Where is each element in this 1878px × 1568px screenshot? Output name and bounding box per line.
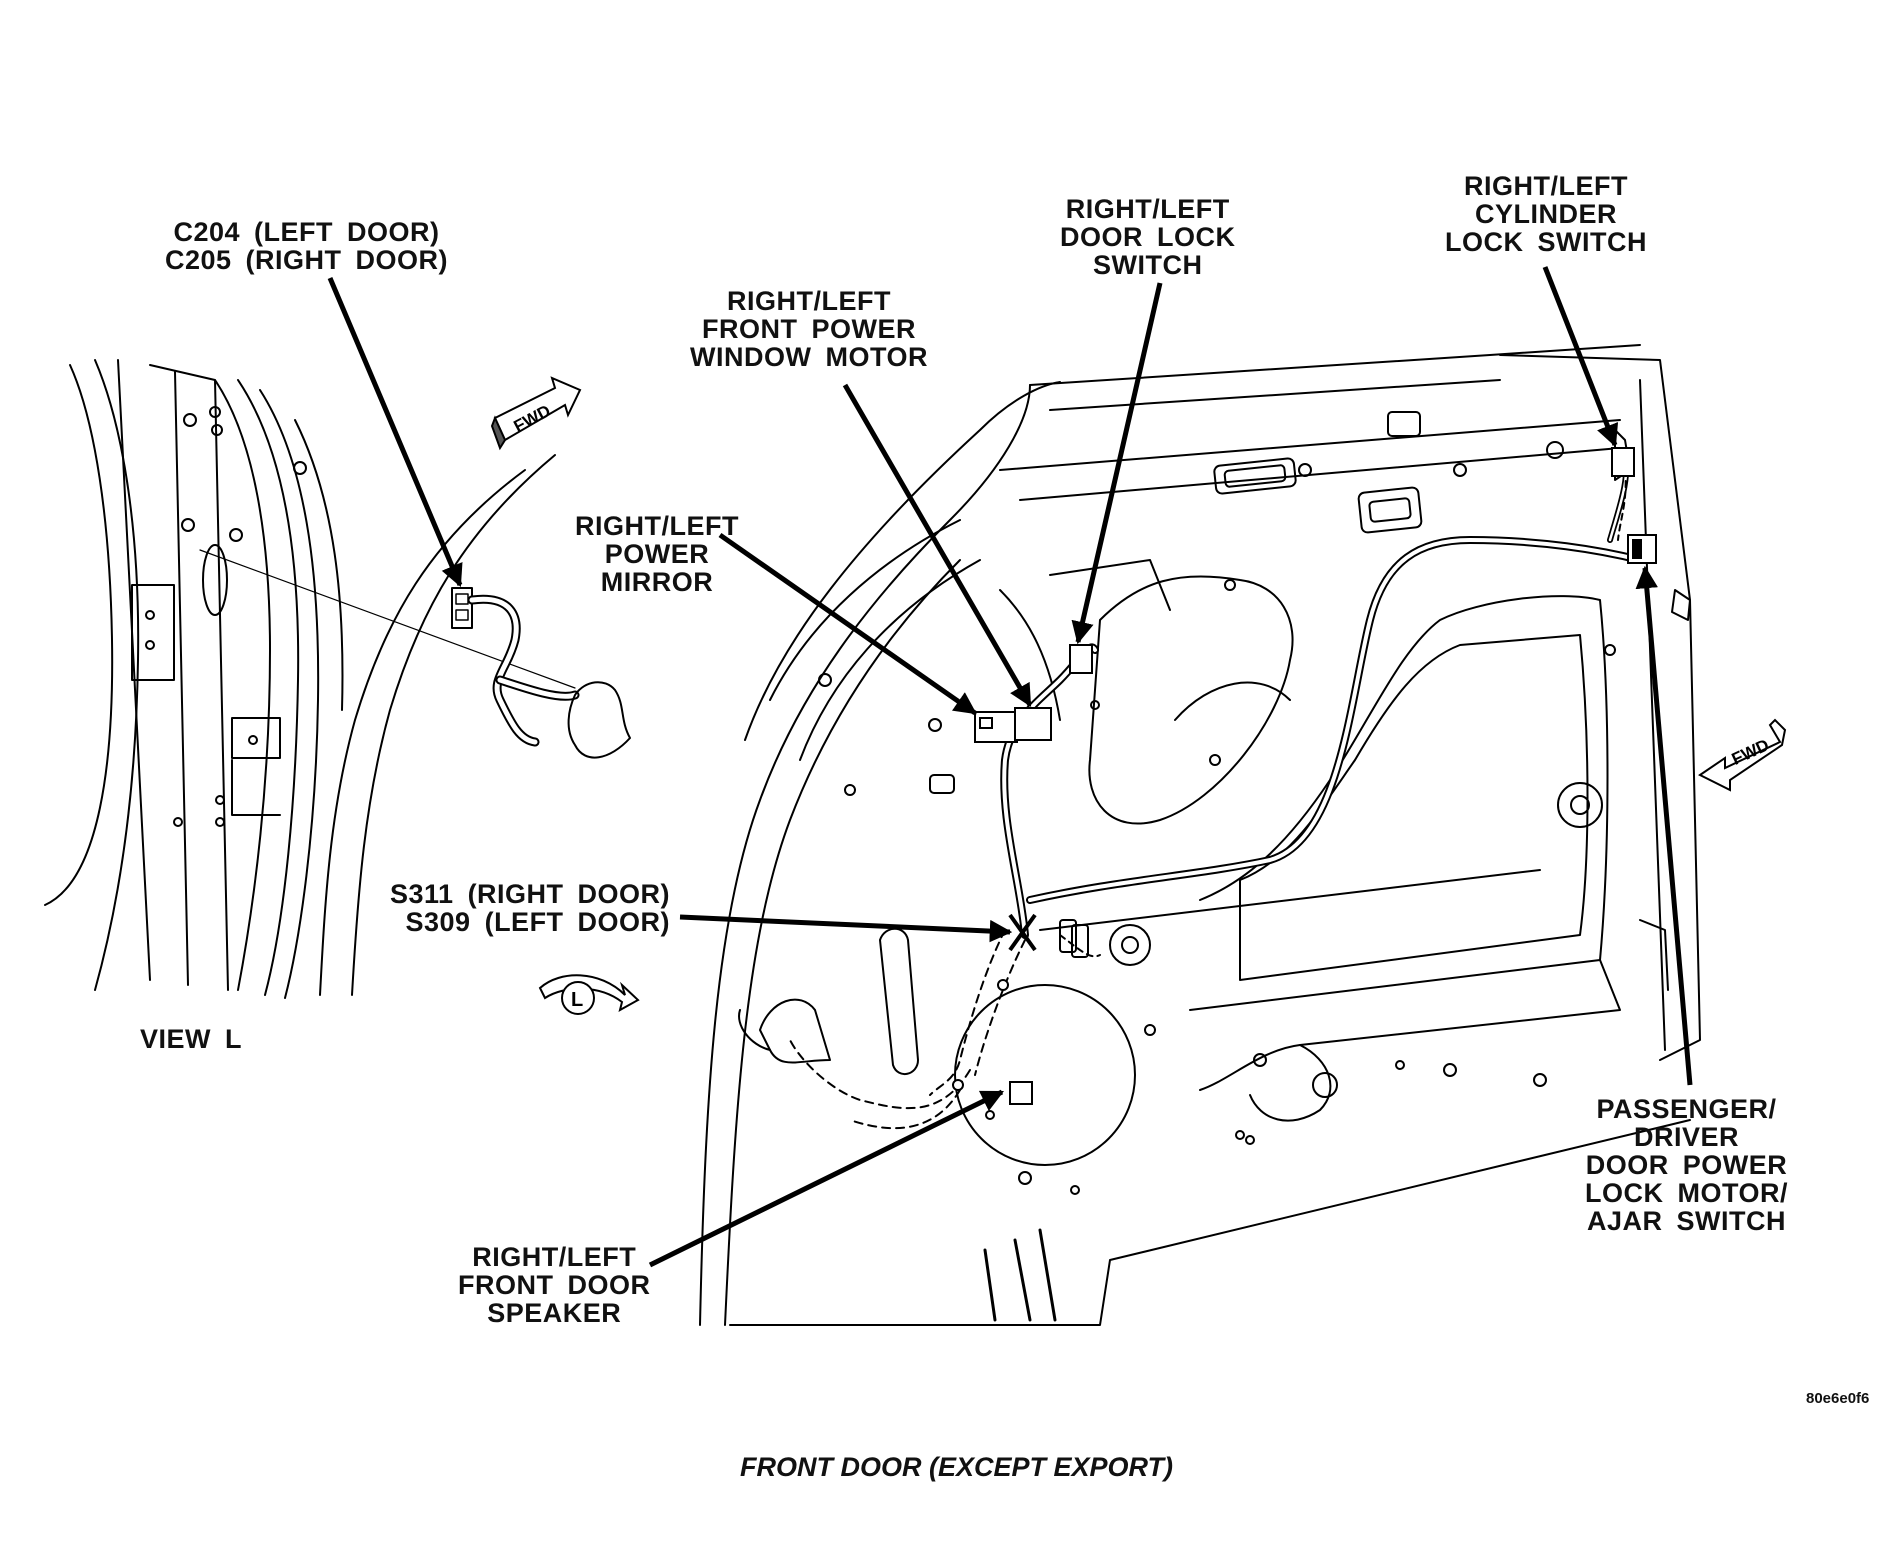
- label-line: RIGHT/LEFT: [726, 286, 891, 316]
- label-line: C205 (RIGHT DOOR): [165, 245, 449, 275]
- label-line: S309 (LEFT DOOR): [405, 907, 671, 937]
- leader-arrows: [327, 266, 1693, 1268]
- image-code: 80e6e0f6: [1806, 1390, 1870, 1407]
- label-line: RIGHT/LEFT: [1464, 171, 1628, 201]
- label-line: SWITCH: [1093, 250, 1203, 280]
- arrow-power-mirror: [718, 532, 977, 716]
- arrow-window-motor: [842, 383, 1033, 707]
- label-view-l: VIEW L: [140, 1025, 242, 1053]
- arrow-cylinder-lock-switch: [1542, 266, 1619, 448]
- label-line: PASSENGER/: [1596, 1094, 1777, 1124]
- arrow-splice: [679, 914, 1013, 943]
- label-line: S311 (RIGHT DOOR): [390, 879, 671, 909]
- arrow-connector: [327, 277, 463, 588]
- label-line: FRONT POWER: [701, 314, 916, 344]
- label-splice-s311-s309: S311 (RIGHT DOOR) S309 (LEFT DOOR): [390, 880, 670, 936]
- label-cylinder-lock-switch: RIGHT/LEFT CYLINDER LOCK SWITCH: [1445, 172, 1647, 256]
- label-line: MIRROR: [600, 567, 714, 597]
- label-line: POWER: [604, 539, 710, 569]
- svg-text:L: L: [571, 989, 583, 1011]
- fwd-arrow-upper: FWD: [490, 376, 582, 451]
- label-lock-motor-ajar-switch: PASSENGER/ DRIVER DOOR POWER LOCK MOTOR/…: [1585, 1095, 1788, 1235]
- label-line: RIGHT/LEFT: [472, 1242, 637, 1272]
- label-line: FRONT DOOR: [458, 1270, 651, 1300]
- arrow-lock-motor: [1635, 565, 1693, 1086]
- label-line: DRIVER: [1633, 1122, 1739, 1152]
- label-line: LOCK MOTOR/: [1585, 1178, 1788, 1208]
- label-line: RIGHT/LEFT: [1065, 194, 1230, 224]
- label-line: DOOR POWER: [1585, 1150, 1788, 1180]
- label-door-lock-switch: RIGHT/LEFT DOOR LOCK SWITCH: [1060, 195, 1236, 279]
- door-wiring-harness: [789, 447, 1644, 1130]
- label-line: VIEW L: [140, 1024, 242, 1054]
- label-line: WINDOW MOTOR: [690, 342, 928, 372]
- label-connector-c204-c205: C204 (LEFT DOOR) C205 (RIGHT DOOR): [165, 218, 448, 274]
- label-line: SPEAKER: [487, 1298, 622, 1328]
- svg-text:FWD: FWD: [1729, 735, 1772, 769]
- label-line: C204 (LEFT DOOR): [173, 217, 440, 247]
- door-components: [952, 447, 1657, 1105]
- arrow-speaker: [648, 1089, 1005, 1268]
- view-l-illustration: [44, 359, 631, 999]
- door-inner-panel: [699, 344, 1701, 1326]
- label-line: CYLINDER: [1474, 199, 1617, 229]
- label-power-mirror: RIGHT/LEFT POWER MIRROR: [575, 512, 739, 596]
- label-window-motor: RIGHT/LEFT FRONT POWER WINDOW MOTOR: [690, 287, 928, 371]
- label-line: DOOR LOCK: [1060, 222, 1236, 252]
- label-speaker: RIGHT/LEFT FRONT DOOR SPEAKER: [458, 1243, 651, 1327]
- figure-caption: FRONT DOOR (EXCEPT EXPORT): [740, 1452, 1174, 1482]
- fwd-arrow-right: FWD: [1698, 718, 1787, 792]
- label-line: RIGHT/LEFT: [575, 511, 739, 541]
- label-line: AJAR SWITCH: [1587, 1206, 1786, 1236]
- label-line: LOCK SWITCH: [1445, 227, 1647, 257]
- arrow-door-lock-switch: [1071, 282, 1163, 645]
- view-l-marker: L: [538, 974, 640, 1015]
